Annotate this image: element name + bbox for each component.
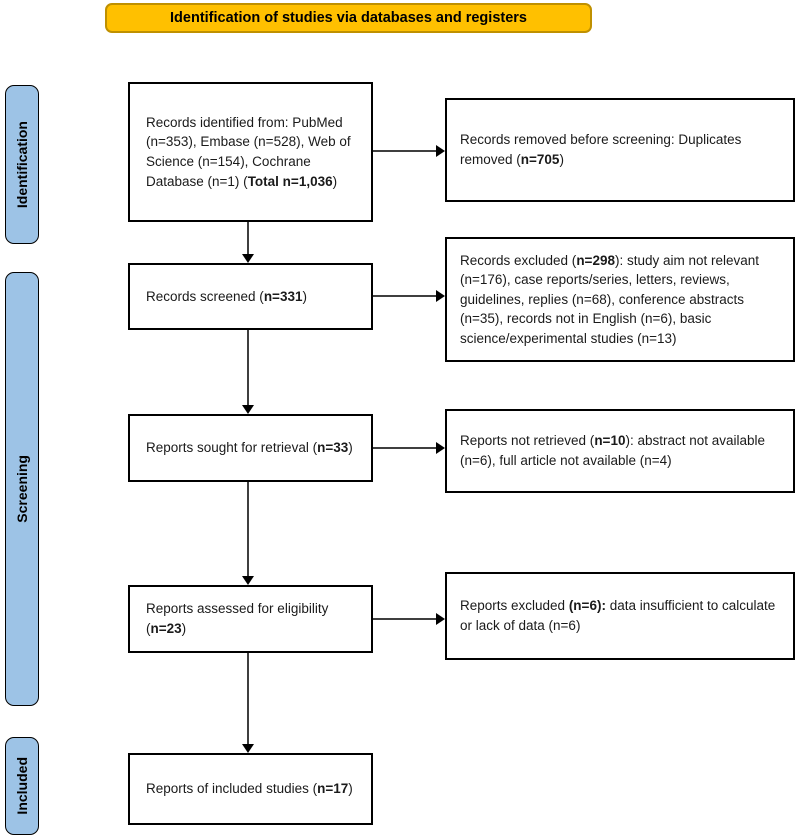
flow-box-text: Records excluded (n=298): study aim not … [460,252,760,346]
flow-box-text: Reports not retrieved (n=10): abstract n… [460,433,766,468]
flow-box-text: Reports excluded (n=6): data insufficien… [460,598,776,633]
arrow-right-line-2 [373,295,436,297]
flow-box-text: Reports of included studies (n=17) [146,781,353,797]
banner-identification-via-databases: Identification of studies via databases … [105,3,592,33]
flow-box-records-removed: Records removed before screening: Duplic… [445,98,795,202]
arrow-down-line-1 [247,222,249,254]
flow-box-text: Reports assessed for eligibility (n=23) [146,601,329,636]
flow-box-text: Records removed before screening: Duplic… [460,132,742,167]
arrow-down-icon [242,576,254,585]
phase-tab-label: Included [14,757,30,815]
arrow-right-icon [436,145,445,157]
arrow-right-icon [436,290,445,302]
arrow-down-icon [242,744,254,753]
flow-box-text: Records identified from: PubMed (n=353),… [146,114,351,189]
flow-box-records-screened: Records screened (n=331) [128,263,373,330]
flow-box-reports-not-retrieved: Reports not retrieved (n=10): abstract n… [445,409,795,493]
flow-box-reports-excluded: Reports excluded (n=6): data insufficien… [445,572,795,660]
arrow-down-line-3 [247,482,249,576]
flow-box-text: Records screened (n=331) [146,288,307,304]
flow-box-reports-assessed: Reports assessed for eligibility (n=23) [128,585,373,653]
banner-label: Identification of studies via databases … [170,10,527,26]
phase-tab-identification: Identification [5,85,39,244]
arrow-right-line-4 [373,618,436,620]
arrow-right-line-3 [373,447,436,449]
phase-tab-included: Included [5,737,39,835]
flow-box-text: Reports sought for retrieval (n=33) [146,440,353,456]
arrow-right-icon [436,613,445,625]
arrow-right-line-1 [373,150,436,152]
flow-box-reports-sought: Reports sought for retrieval (n=33) [128,414,373,482]
arrow-down-line-2 [247,330,249,405]
phase-tab-label: Screening [14,455,30,523]
phase-tab-label: Identification [14,120,30,209]
arrow-down-icon [242,254,254,263]
flow-box-records-excluded: Records excluded (n=298): study aim not … [445,237,795,362]
phase-tab-screening: Screening [5,272,39,706]
flow-box-reports-included: Reports of included studies (n=17) [128,753,373,825]
arrow-right-icon [436,442,445,454]
arrow-down-icon [242,405,254,414]
flow-box-records-identified: Records identified from: PubMed (n=353),… [128,82,373,222]
arrow-down-line-4 [247,653,249,744]
